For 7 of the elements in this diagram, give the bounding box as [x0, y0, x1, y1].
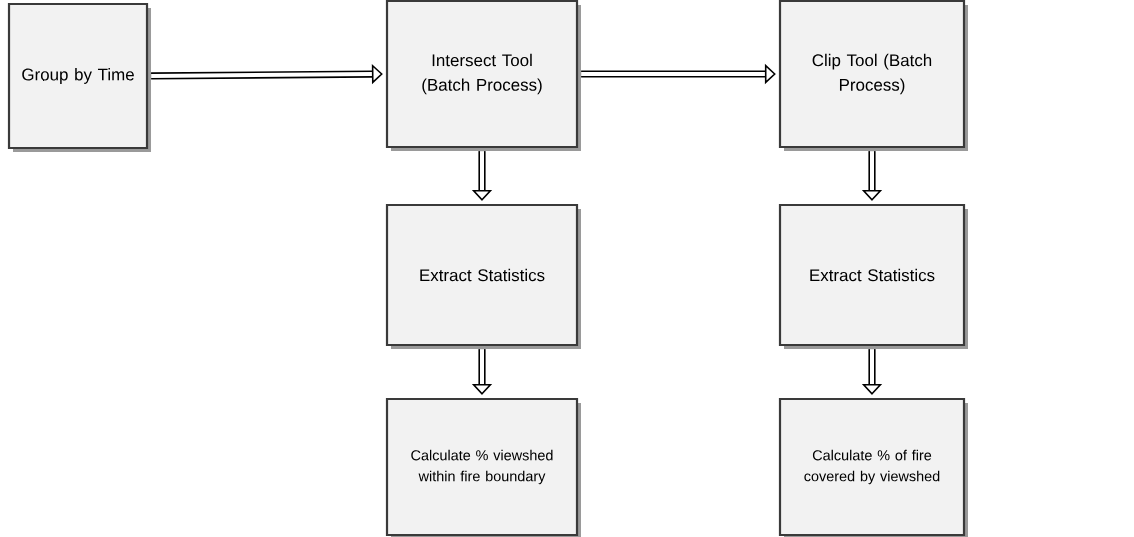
process-box: Intersect Tool (Batch Process)	[385, 0, 581, 151]
process-box: Group by Time	[7, 2, 151, 152]
process-box: Extract Statistics	[385, 203, 581, 349]
process-box: Calculate % of fire covered by viewshed	[778, 397, 968, 537]
process-box: Extract Statistics	[778, 203, 968, 349]
process-box: Clip Tool (Batch Process)	[778, 0, 968, 151]
process-box: Calculate % viewshed within fire boundary	[385, 397, 581, 537]
